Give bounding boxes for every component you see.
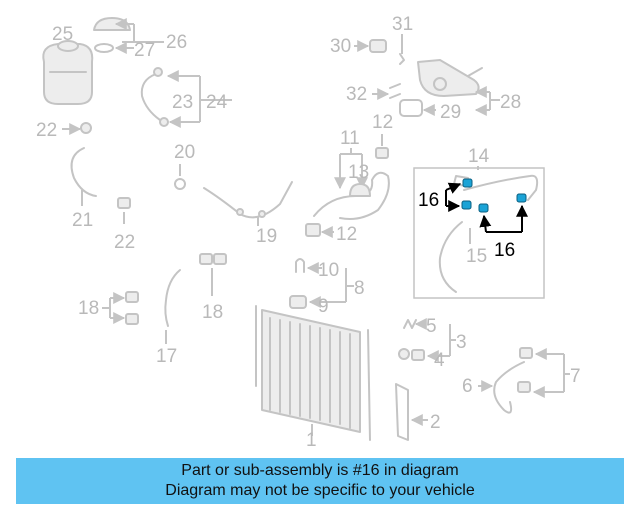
hose-part-17 [164, 269, 181, 327]
callout-23: 23 [172, 92, 193, 113]
callout-3: 3 [456, 332, 467, 353]
callout-12-lower: 12 [336, 224, 357, 245]
callout-32: 32 [346, 84, 367, 105]
callout-6: 6 [462, 376, 473, 397]
callout-17: 17 [156, 346, 177, 367]
callout-31: 31 [392, 14, 413, 35]
hose-part-23 [140, 67, 169, 127]
callout-8: 8 [354, 278, 365, 299]
banner-line-disclaimer: Diagram may not be specific to your vehi… [165, 482, 475, 499]
callout-2: 2 [430, 412, 441, 433]
callout-18-left: 18 [78, 298, 99, 319]
callout-25: 25 [52, 24, 73, 45]
callout-7: 7 [570, 366, 581, 387]
callout-19: 19 [256, 226, 277, 247]
info-banner: Part or sub-assembly is #16 in diagram D… [16, 458, 624, 504]
callout-15: 15 [466, 246, 487, 267]
callout-16-left: 16 [418, 190, 439, 211]
callout-18-right: 18 [202, 302, 223, 323]
clamp-part-22 [117, 197, 131, 209]
callout-10: 10 [318, 260, 339, 281]
hose-part-10 [289, 258, 307, 309]
hose-part-6 [493, 347, 533, 414]
callout-26: 26 [166, 32, 187, 53]
hose-part-11 [313, 171, 390, 220]
callout-13: 13 [348, 162, 369, 183]
callout-12-upper: 12 [372, 112, 393, 133]
callout-27: 27 [134, 40, 155, 61]
bracket-part-2 [395, 383, 409, 441]
gasket-part-29 [399, 99, 423, 117]
callout-11: 11 [340, 128, 360, 149]
callout-22-lower: 22 [114, 232, 135, 253]
callout-29: 29 [440, 102, 461, 123]
hose-assembly-part-14 [438, 174, 539, 293]
pipe-part-19 [203, 181, 293, 219]
clamp-part-12 [305, 223, 321, 237]
callout-4: 4 [434, 350, 445, 371]
callout-9: 9 [318, 296, 329, 317]
radiator-part-1 [255, 305, 371, 441]
flange-part-28 [417, 59, 483, 97]
callout-24: 24 [206, 92, 228, 113]
clip-part-16 [461, 178, 527, 213]
parts-diagram: 25 27 26 23 24 22 21 22 20 19 [36, 14, 581, 451]
hose-part-21 [70, 147, 97, 197]
callout-20: 20 [174, 142, 195, 163]
callout-14: 14 [468, 146, 490, 167]
callout-30: 30 [330, 36, 351, 57]
callout-16-right: 16 [494, 240, 515, 261]
callout-28: 28 [500, 92, 521, 113]
callout-22-upper: 22 [36, 120, 57, 141]
assembly-box-14 [413, 167, 545, 299]
banner-line-part: Part or sub-assembly is #16 in diagram [181, 462, 459, 479]
reservoir-part-25 [42, 40, 94, 105]
callout-21: 21 [72, 210, 93, 231]
callout-1: 1 [306, 430, 317, 451]
callout-5: 5 [426, 316, 437, 337]
